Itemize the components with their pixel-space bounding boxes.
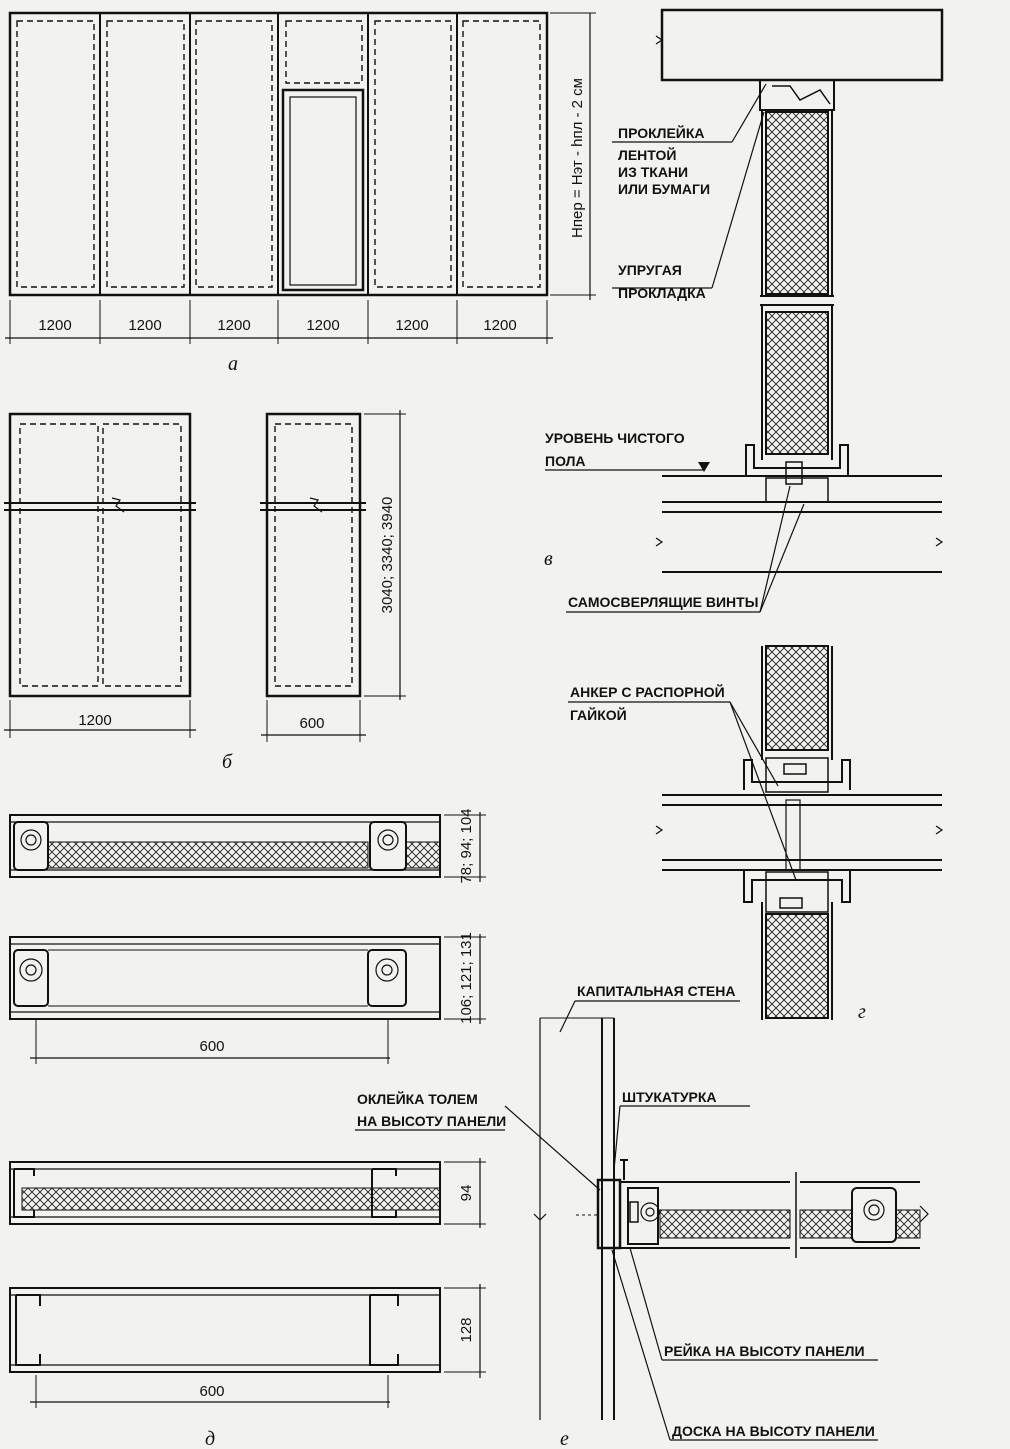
figure-letter-a: а bbox=[228, 353, 238, 375]
figure-g-connection: АНКЕР С РАСПОРНОЙ ГАЙКОЙ г bbox=[568, 645, 944, 1023]
dim-a-2: 1200 bbox=[128, 317, 161, 334]
figure-a-elevation: 1200 1200 1200 1200 1200 1200 Hпер = Hэт… bbox=[5, 11, 596, 375]
label-floor-1: УРОВЕНЬ ЧИСТОГО bbox=[545, 430, 685, 446]
label-tape-1: ПРОКЛЕЙКА bbox=[618, 124, 705, 141]
label-tape-2: ЛЕНТОЙ bbox=[618, 146, 676, 163]
figure-letter-v: в bbox=[544, 548, 553, 570]
dim-a-1: 1200 bbox=[38, 317, 71, 334]
figure-letter-b: б bbox=[222, 751, 233, 773]
figure-d-sections: 94 128 600 д bbox=[9, 1158, 486, 1449]
label-gasket-1: УПРУГАЯ bbox=[618, 262, 682, 278]
label-anchor-2: ГАЙКОЙ bbox=[570, 706, 627, 723]
dim-a-4: 1200 bbox=[306, 317, 339, 334]
label-tape-3: ИЗ ТКАНИ bbox=[618, 164, 688, 180]
dim-b-wide: 1200 bbox=[78, 712, 111, 729]
label-roofing-2: НА ВЫСОТУ ПАНЕЛИ bbox=[357, 1113, 506, 1129]
dim-d-thickness-2: 128 bbox=[458, 1317, 475, 1342]
dim-wood-width: 600 bbox=[199, 1038, 224, 1055]
label-board: ДОСКА НА ВЫСОТУ ПАНЕЛИ bbox=[672, 1423, 875, 1439]
dim-a-3: 1200 bbox=[217, 317, 250, 334]
figure-e-wall-abutment: КАПИТАЛЬНАЯ СТЕНА ОКЛЕЙКА ТОЛЕМ НА ВЫСОТ… bbox=[355, 983, 929, 1449]
height-formula-a: Hпер = Hэт - hпл - 2 см bbox=[569, 78, 586, 238]
dim-wood-thickness-2: 106; 121; 131 bbox=[458, 932, 475, 1024]
figure-letter-g: г bbox=[858, 1001, 866, 1023]
figure-v-connection: ПРОКЛЕЙКА ЛЕНТОЙ ИЗ ТКАНИ ИЛИ БУМАГИ УПР… bbox=[544, 8, 944, 613]
dim-a-5: 1200 bbox=[395, 317, 428, 334]
dim-d-width: 600 bbox=[199, 1383, 224, 1400]
label-floor-2: ПОЛА bbox=[545, 453, 586, 469]
figure-letter-e: е bbox=[560, 1428, 569, 1449]
label-anchor-1: АНКЕР С РАСПОРНОЙ bbox=[570, 683, 725, 700]
dim-a-6: 1200 bbox=[483, 317, 516, 334]
dim-d-thickness-1: 94 bbox=[458, 1185, 475, 1202]
dim-b-heights: 3040; 3340; 3940 bbox=[379, 497, 396, 614]
figure-b-panels: 1200 600 3040; 3340; 3940 б bbox=[4, 410, 406, 773]
dim-wood-thickness-1: 78; 94; 104 bbox=[458, 808, 475, 883]
label-tape-4: ИЛИ БУМАГИ bbox=[618, 181, 710, 197]
figure-letter-d: д bbox=[205, 1428, 215, 1449]
label-gasket-2: ПРОКЛАДКА bbox=[618, 285, 706, 301]
label-plaster: ШТУКАТУРКА bbox=[622, 1089, 717, 1105]
label-screws: САМОСВЕРЛЯЩИЕ ВИНТЫ bbox=[568, 594, 758, 610]
label-batten: РЕЙКА НА ВЫСОТУ ПАНЕЛИ bbox=[664, 1342, 865, 1359]
dim-b-narrow: 600 bbox=[299, 715, 324, 732]
figure-wood-sections: 78; 94; 104 106; 121; 131 600 bbox=[9, 808, 486, 1064]
label-capital-wall: КАПИТАЛЬНАЯ СТЕНА bbox=[577, 983, 735, 999]
label-roofing-1: ОКЛЕЙКА ТОЛЕМ bbox=[357, 1090, 478, 1107]
